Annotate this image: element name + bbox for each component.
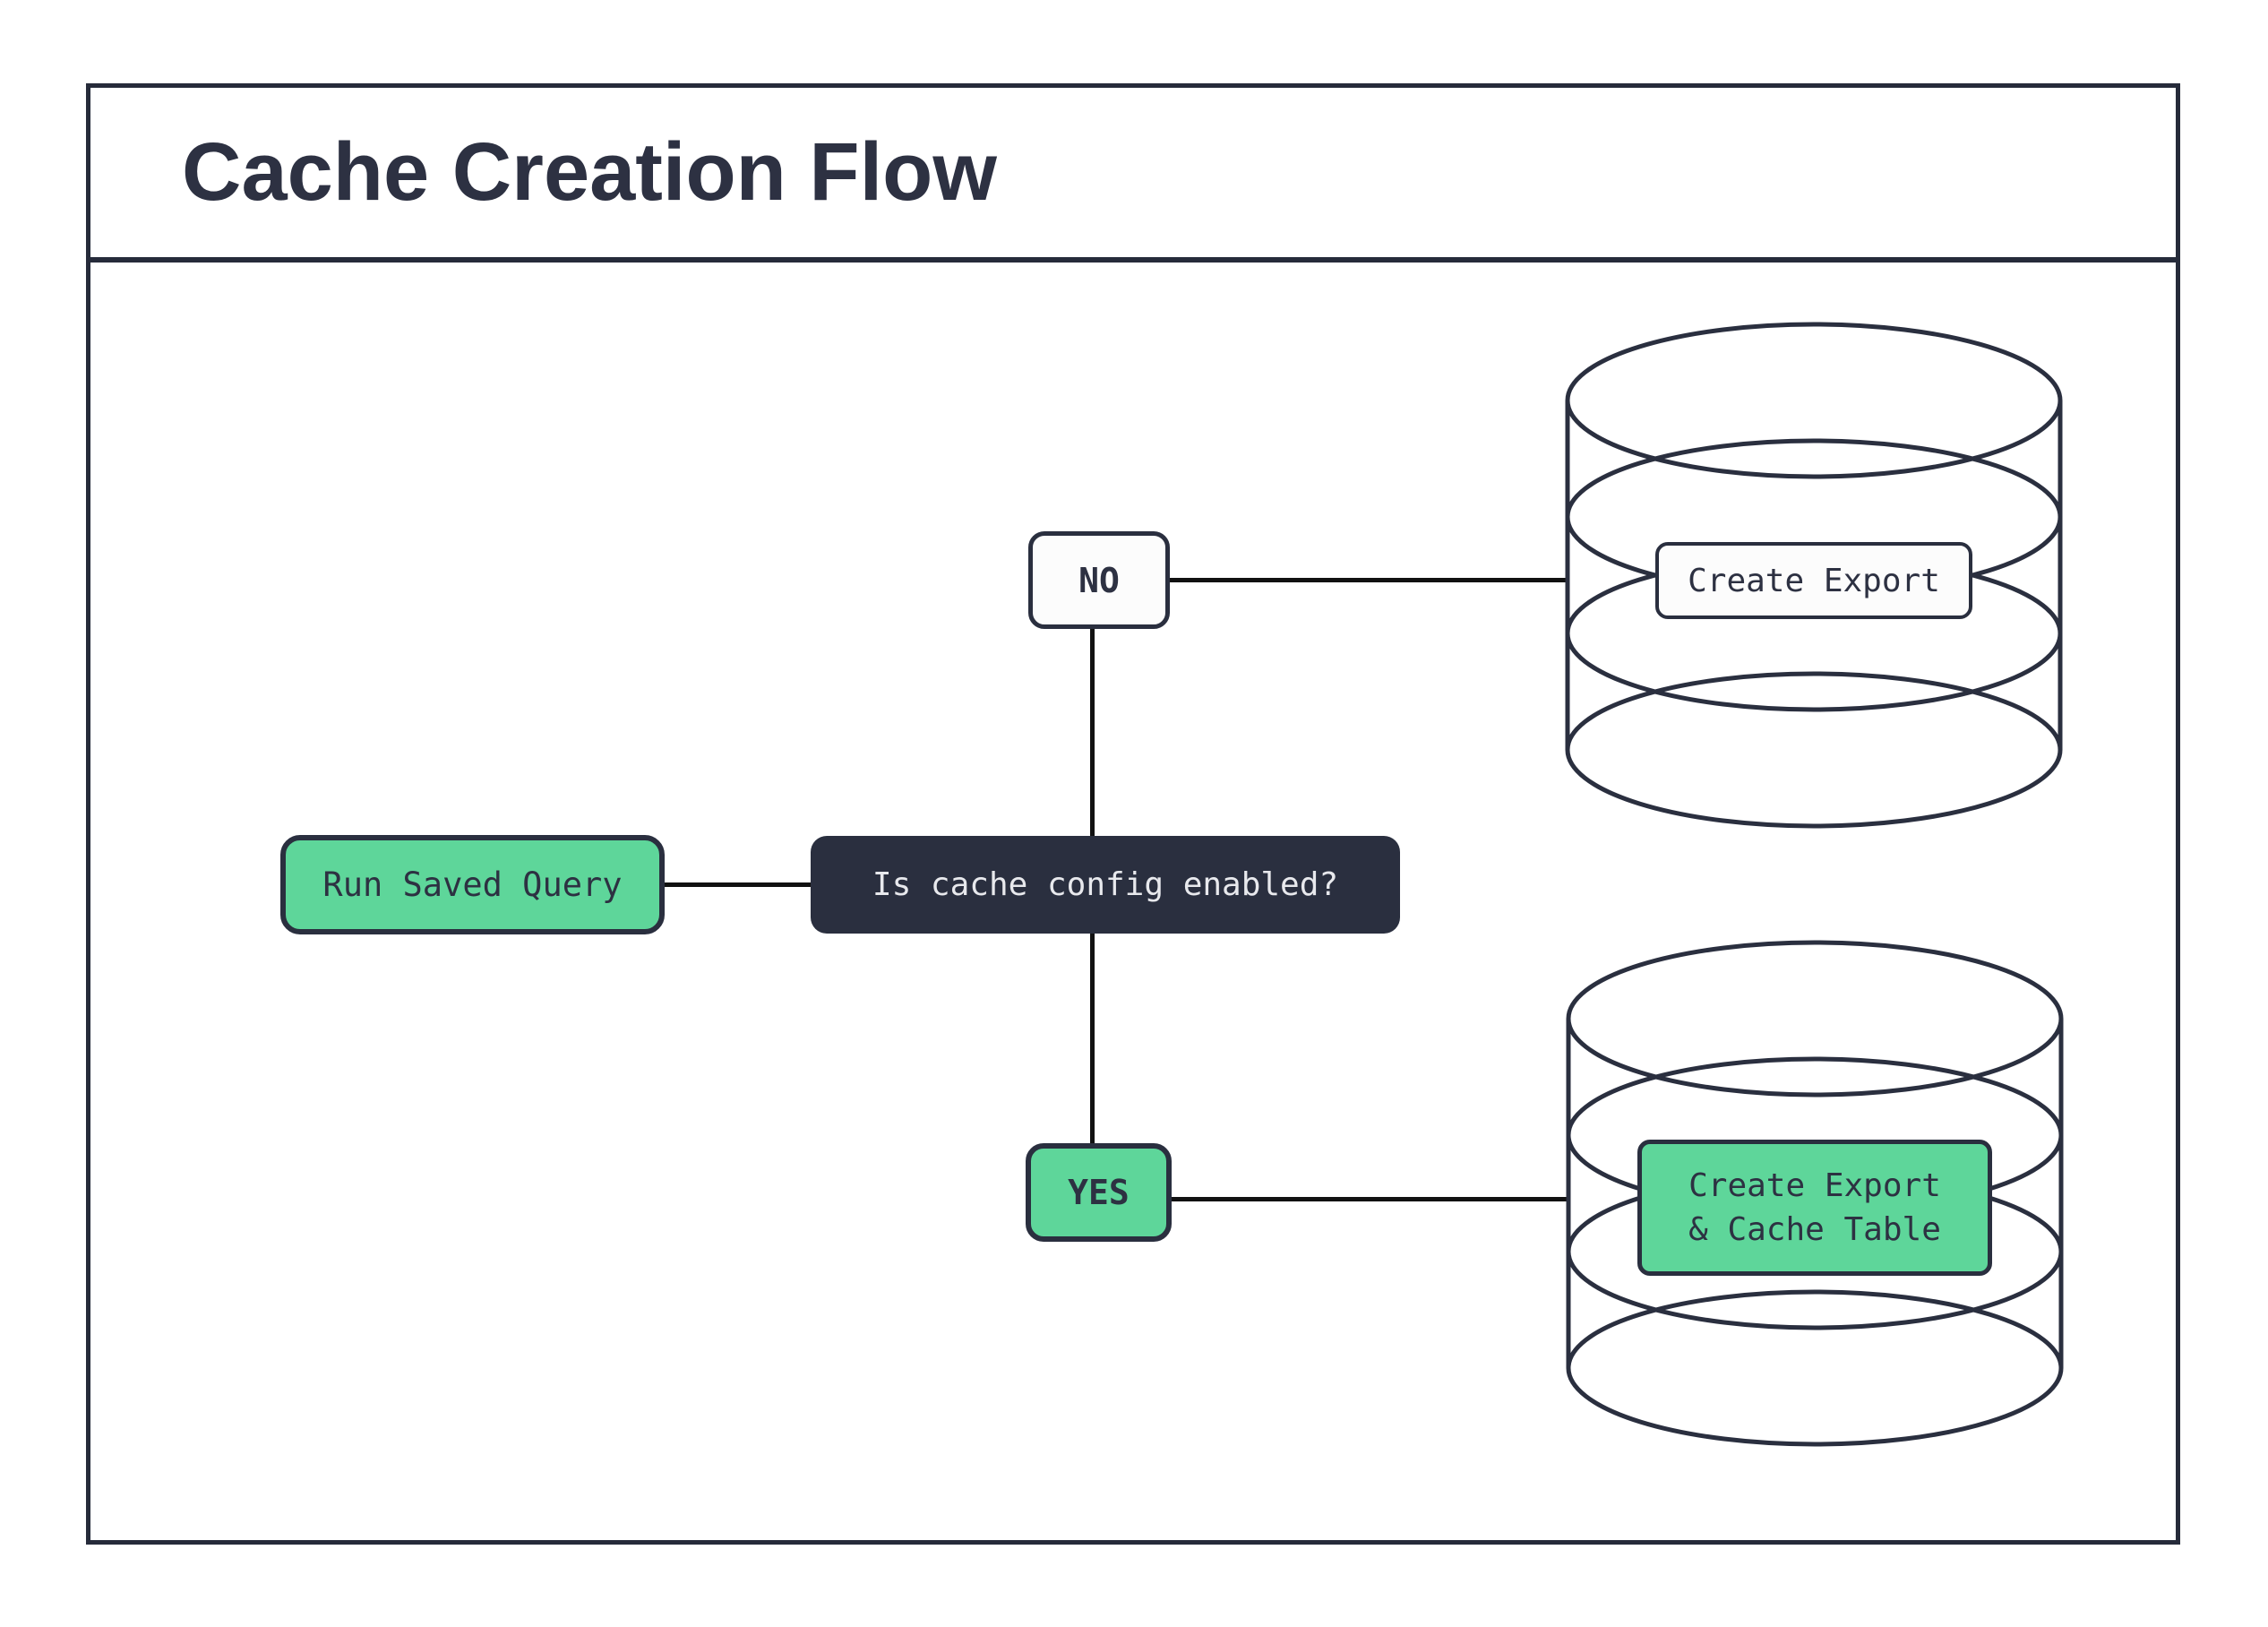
- connector-yes-to-cache-db: [1172, 1197, 1570, 1201]
- connector-question-to-yes: [1090, 934, 1095, 1143]
- run-saved-query-node: Run Saved Query: [280, 835, 665, 934]
- title-bar: Cache Creation Flow: [90, 88, 2176, 263]
- cache-label-line-1: Create Export: [1688, 1167, 1941, 1204]
- connector-no-to-export-db: [1170, 578, 1569, 582]
- cache-label-line-2: & Cache Table: [1688, 1211, 1941, 1248]
- cache-config-question-node: Is cache config enabled?: [811, 836, 1400, 934]
- connector-no-to-question: [1090, 629, 1095, 836]
- connector-run-to-question: [665, 882, 811, 887]
- diagram-frame: Cache Creation Flow: [86, 83, 2180, 1545]
- create-export-label: Create Export: [1655, 542, 1972, 619]
- branch-no-node: NO: [1028, 531, 1170, 629]
- create-export-cache-table-label: Create Export & Cache Table: [1637, 1140, 1992, 1276]
- page-title: Cache Creation Flow: [182, 126, 997, 218]
- branch-yes-node: YES: [1026, 1143, 1172, 1242]
